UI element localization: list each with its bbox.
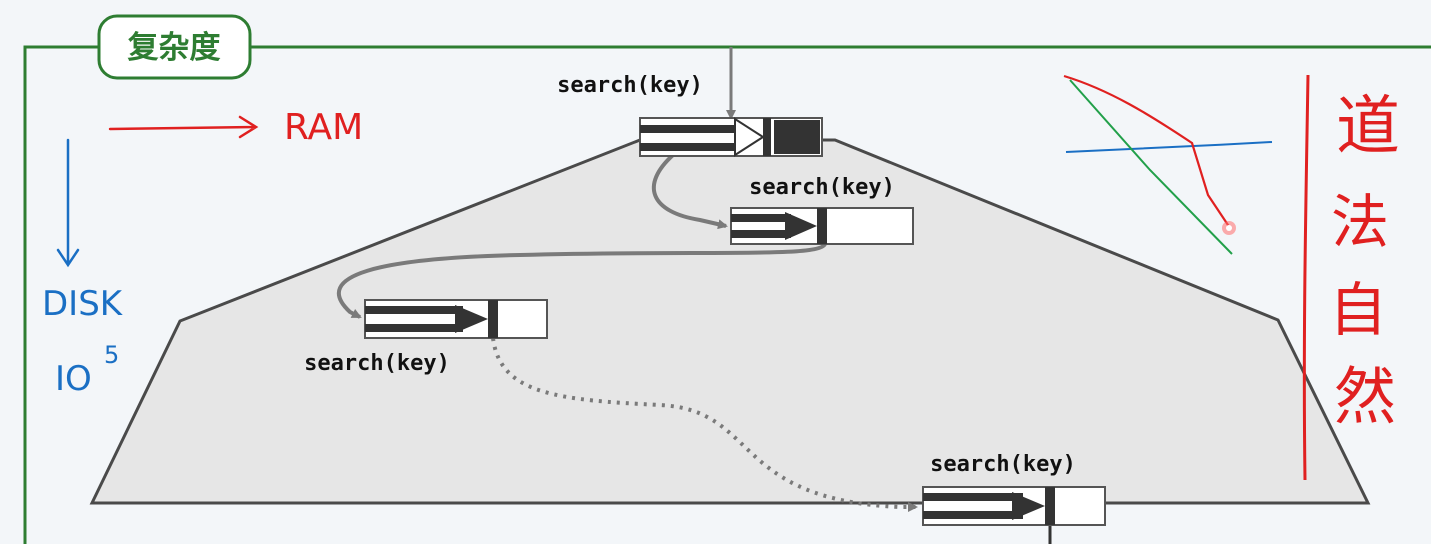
search-label-3: search(key) [304, 351, 450, 376]
section-frame [23, 45, 1431, 544]
chinese-char-2: 法 [1331, 188, 1389, 256]
io-exponent: 5 [104, 341, 119, 369]
chinese-char-4: 然 [1334, 360, 1396, 433]
memory-hierarchy-shape [89, 138, 1371, 505]
ram-arrow [108, 115, 259, 139]
disk-arrow [56, 138, 80, 268]
disk-label: DISK [42, 284, 124, 324]
section-badge: 复杂度 [97, 14, 252, 80]
trend-sketch [1063, 74, 1273, 255]
connector-1-2 [651, 153, 728, 230]
divider-line [1302, 74, 1310, 481]
connector-3-4 [491, 337, 918, 512]
search-label-4: search(key) [930, 452, 1076, 477]
ram-label: RAM [284, 107, 363, 148]
chinese-char-1: 道 [1336, 90, 1400, 164]
search-label-2: search(key) [749, 175, 895, 200]
io-label: IO [55, 359, 92, 399]
search-node-4 [922, 486, 1106, 526]
chinese-char-3: 自 [1329, 276, 1387, 344]
connector-2-3 [336, 242, 827, 319]
search-node-2 [730, 207, 914, 245]
search-node-3 [364, 299, 548, 339]
search-node-1 [639, 117, 823, 157]
section-badge-label: 复杂度 [128, 30, 221, 66]
search-label-1: search(key) [557, 73, 703, 98]
